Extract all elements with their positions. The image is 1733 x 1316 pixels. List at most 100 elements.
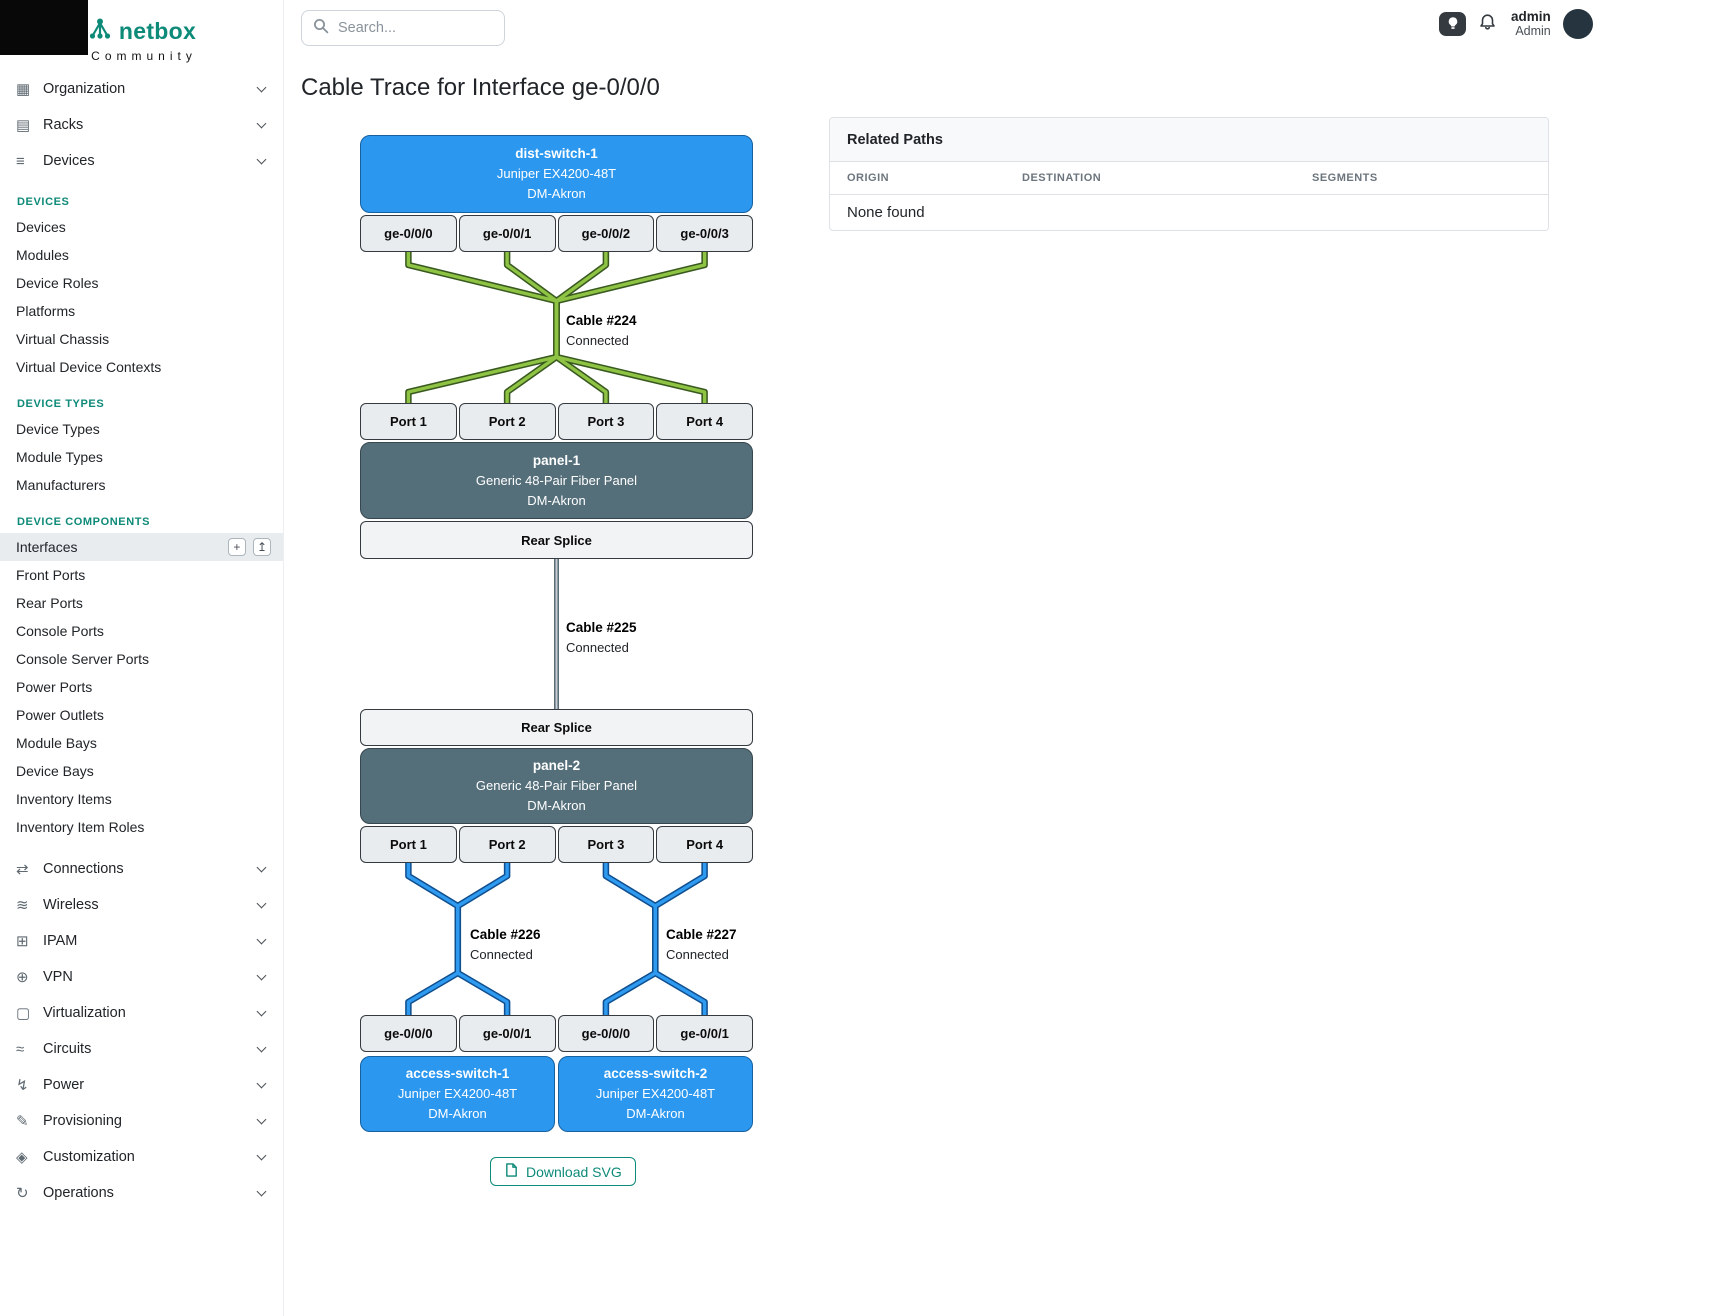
- interface-ge-0-0-0[interactable]: ge-0/0/0: [360, 215, 457, 252]
- sidebar-item-operations[interactable]: ↻ Operations: [0, 1175, 283, 1211]
- nav-label: Devices: [43, 153, 95, 169]
- section-header-device-components: DEVICE COMPONENTS: [17, 516, 151, 528]
- front-port-4[interactable]: Port 4: [656, 826, 753, 863]
- sidebar-item-power[interactable]: ↯ Power: [0, 1067, 283, 1103]
- sidebar-item-provisioning[interactable]: ✎ Provisioning: [0, 1103, 283, 1139]
- chevron-down-icon: [256, 898, 267, 908]
- sidebar-subitem-virtual-device-contexts[interactable]: Virtual Device Contexts: [16, 359, 162, 375]
- theme-toggle-button[interactable]: [1439, 12, 1466, 36]
- front-port-3[interactable]: Port 3: [557, 826, 655, 863]
- sidebar-subitem-front-ports[interactable]: Front Ports: [16, 567, 86, 583]
- notifications-button[interactable]: [1478, 13, 1497, 36]
- bottom-interface-1[interactable]: ge-0/0/0: [360, 1015, 457, 1052]
- device-name: access-switch-1: [405, 1066, 510, 1081]
- sidebar-subitem-device-bays[interactable]: Device Bays: [16, 763, 94, 779]
- ipam-icon: ⊞: [16, 933, 29, 950]
- bottom-interface-3[interactable]: ge-0/0/0: [557, 1015, 655, 1052]
- sidebar-subitem-console-ports[interactable]: Console Ports: [16, 623, 104, 639]
- sidebar-subitem-inventory-item-roles[interactable]: Inventory Item Roles: [16, 819, 145, 835]
- device-site: DM-Akron: [527, 798, 586, 813]
- sidebar-subitem-inventory-items[interactable]: Inventory Items: [16, 791, 112, 807]
- column-origin: ORIGIN: [847, 172, 890, 184]
- device-node-panel-2[interactable]: panel-2 Generic 48-Pair Fiber Panel DM-A…: [360, 748, 753, 824]
- panel1-rear-splice[interactable]: Rear Splice: [360, 521, 753, 559]
- interface-ge-0-0-3[interactable]: ge-0/0/3: [656, 215, 753, 252]
- organization-icon: ▦: [16, 81, 31, 98]
- sidebar-subitem-devices[interactable]: Devices: [16, 219, 66, 235]
- cable-status: Connected: [566, 640, 629, 655]
- brand-subtitle: Community: [91, 49, 197, 63]
- panel2-rear-splice[interactable]: Rear Splice: [360, 709, 753, 746]
- front-port-2[interactable]: Port 2: [458, 403, 556, 440]
- download-svg-button[interactable]: Download SVG: [490, 1157, 636, 1186]
- interface-ge-0-0-1[interactable]: ge-0/0/1: [458, 215, 556, 252]
- cable-status: Connected: [666, 947, 729, 962]
- search-input[interactable]: [338, 20, 478, 36]
- download-svg-label: Download SVG: [526, 1163, 622, 1180]
- sidebar-subitem-module-types[interactable]: Module Types: [16, 449, 103, 465]
- device-site: DM-Akron: [428, 1106, 487, 1121]
- sidebar-subitem-device-roles[interactable]: Device Roles: [16, 275, 99, 291]
- bottom-interface-4[interactable]: ge-0/0/1: [656, 1015, 753, 1052]
- cable-224-label[interactable]: Cable #224 Connected: [566, 311, 637, 351]
- front-port-2[interactable]: Port 2: [458, 826, 556, 863]
- device-node-dist-switch-1[interactable]: dist-switch-1 Juniper EX4200-48T DM-Akro…: [360, 135, 753, 213]
- cable-trace-diagram: dist-switch-1 Juniper EX4200-48T DM-Akro…: [360, 135, 754, 1197]
- front-port-3[interactable]: Port 3: [557, 403, 655, 440]
- provisioning-icon: ✎: [16, 1113, 29, 1130]
- section-header-device-types: DEVICE TYPES: [17, 398, 105, 410]
- sidebar-subitem-console-server-ports[interactable]: Console Server Ports: [16, 651, 150, 667]
- sidebar-item-vpn[interactable]: ⊕ VPN: [0, 959, 283, 995]
- device-node-access-switch-1[interactable]: access-switch-1 Juniper EX4200-48T DM-Ak…: [360, 1056, 555, 1132]
- nav-label: Provisioning: [43, 1113, 122, 1129]
- cable-227-label[interactable]: Cable #227 Connected: [666, 925, 737, 965]
- sidebar-item-devices[interactable]: ≡ Devices: [0, 143, 283, 179]
- bell-icon: [1478, 13, 1497, 36]
- device-site: DM-Akron: [626, 1106, 685, 1121]
- user-avatar[interactable]: [1562, 9, 1593, 39]
- front-port-4[interactable]: Port 4: [656, 403, 753, 440]
- sidebar-item-connections[interactable]: ⇄ Connections: [0, 851, 283, 887]
- sidebar-item-ipam[interactable]: ⊞ IPAM: [0, 923, 283, 959]
- device-node-panel-1[interactable]: panel-1 Generic 48-Pair Fiber Panel DM-A…: [360, 442, 753, 519]
- sidebar-subitem-modules[interactable]: Modules: [16, 247, 69, 263]
- user-role: Admin: [1515, 24, 1551, 38]
- nav-label: Organization: [43, 81, 126, 97]
- sidebar-item-circuits[interactable]: ≈ Circuits: [0, 1031, 283, 1067]
- sidebar-item-virtualization[interactable]: ▢ Virtualization: [0, 995, 283, 1031]
- search-box[interactable]: [301, 10, 505, 46]
- device-node-access-switch-2[interactable]: access-switch-2 Juniper EX4200-48T DM-Ak…: [558, 1056, 753, 1132]
- bottom-interface-2[interactable]: ge-0/0/1: [458, 1015, 556, 1052]
- add-button[interactable]: +: [227, 538, 246, 556]
- sidebar-subitem-platforms[interactable]: Platforms: [16, 303, 76, 319]
- front-port-1[interactable]: Port 1: [360, 403, 457, 440]
- sidebar-subitem-module-bays[interactable]: Module Bays: [16, 735, 97, 751]
- sidebar-subitem-power-ports[interactable]: Power Ports: [16, 679, 93, 695]
- chevron-down-icon: [256, 1114, 267, 1124]
- page-title: Cable Trace for Interface ge-0/0/0: [301, 74, 660, 101]
- sidebar-subitem-rear-ports[interactable]: Rear Ports: [16, 595, 83, 611]
- sidebar-subitem-interfaces[interactable]: Interfaces + ↥: [0, 533, 283, 561]
- cable-status: Connected: [470, 947, 533, 962]
- devices-icon: ≡: [16, 152, 25, 170]
- brand-logo[interactable]: netbox Community: [0, 0, 283, 71]
- sidebar-subitem-virtual-chassis[interactable]: Virtual Chassis: [16, 331, 110, 347]
- sidebar-item-racks[interactable]: ▤ Racks: [0, 107, 283, 143]
- device-name: access-switch-2: [603, 1066, 708, 1081]
- front-port-1[interactable]: Port 1: [360, 826, 457, 863]
- search-icon: [313, 18, 329, 39]
- cable-225-label[interactable]: Cable #225 Connected: [566, 618, 637, 658]
- import-button[interactable]: ↥: [252, 538, 271, 556]
- operations-icon: ↻: [16, 1185, 29, 1202]
- cable-226-label[interactable]: Cable #226 Connected: [470, 925, 541, 965]
- sidebar-item-organization[interactable]: ▦ Organization: [0, 71, 283, 107]
- column-segments: SEGMENTS: [1312, 172, 1378, 184]
- sidebar-item-customization[interactable]: ◈ Customization: [0, 1139, 283, 1175]
- sidebar-subitem-power-outlets[interactable]: Power Outlets: [16, 707, 104, 723]
- user-menu[interactable]: admin Admin: [1511, 9, 1551, 39]
- sidebar-item-wireless[interactable]: ≋ Wireless: [0, 887, 283, 923]
- sidebar-subitem-device-types[interactable]: Device Types: [16, 421, 100, 437]
- interface-ge-0-0-2[interactable]: ge-0/0/2: [557, 215, 655, 252]
- sidebar-subitem-manufacturers[interactable]: Manufacturers: [16, 477, 106, 493]
